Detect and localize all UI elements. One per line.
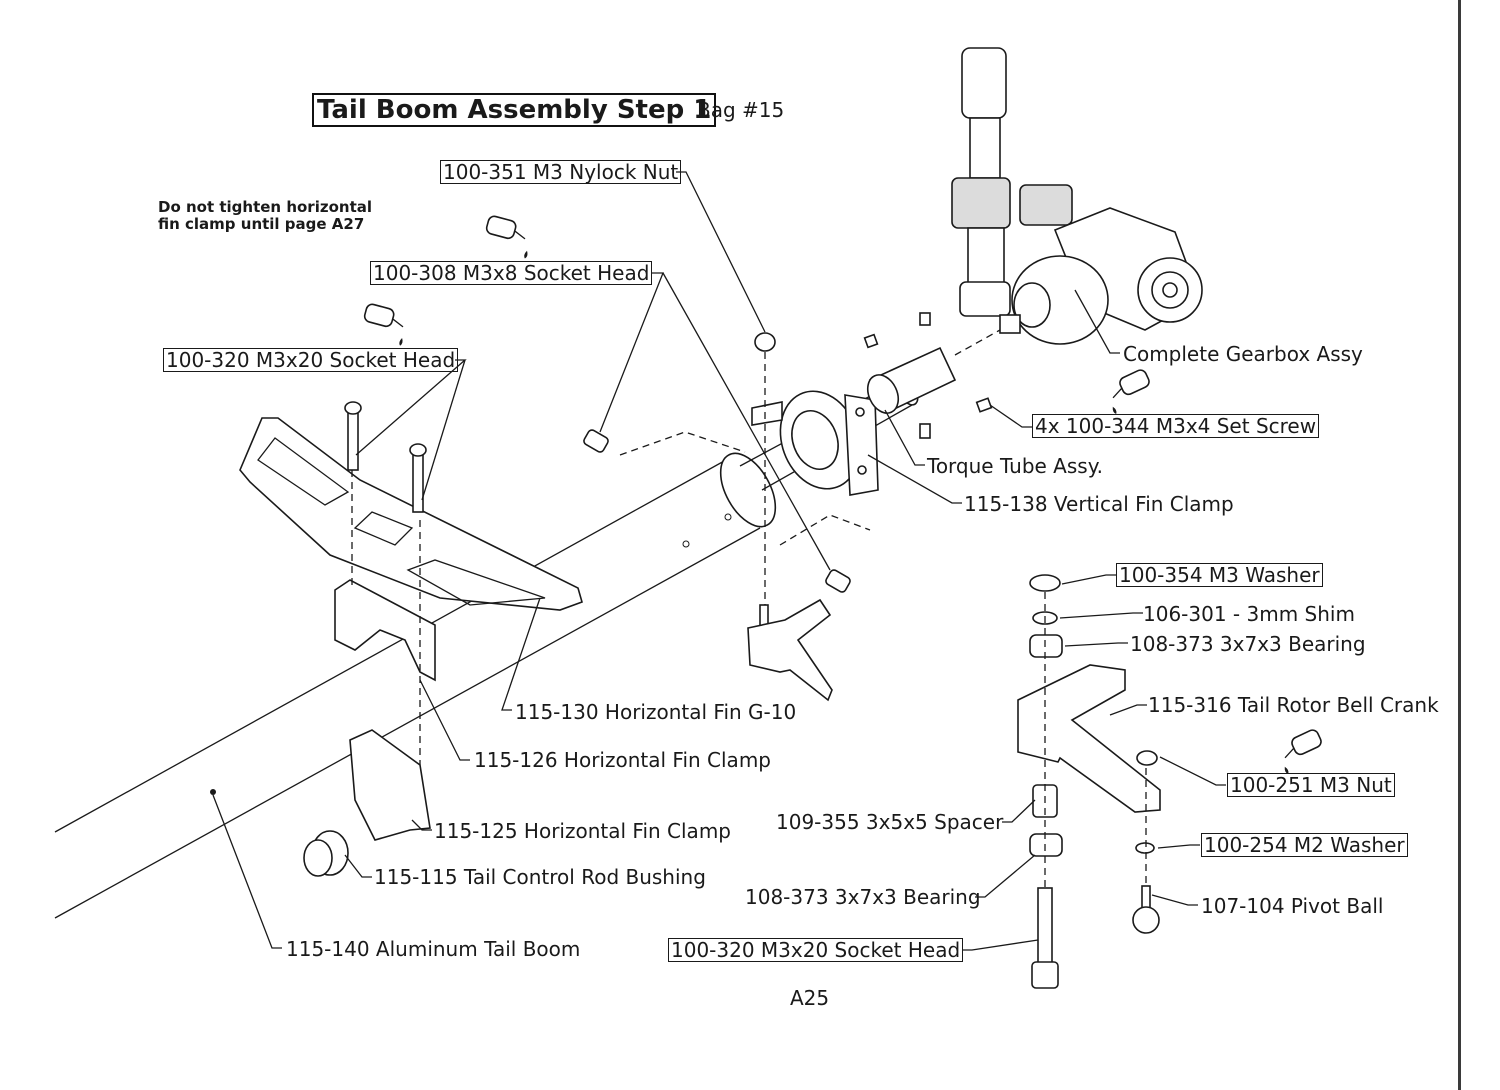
page-border-right — [1458, 0, 1461, 1090]
assembly-guide-lines — [351, 329, 1147, 888]
callout-shim: 106-301 - 3mm Shim — [1143, 602, 1355, 626]
callout-bearing-top: 108-373 3x7x3 Bearing — [1130, 632, 1366, 656]
callout-fin-clamp-126: 115-126 Horizontal Fin Clamp — [474, 748, 771, 772]
callout-bearing-bottom: 108-373 3x7x3 Bearing — [745, 885, 981, 909]
fasteners-drawing — [303, 332, 851, 877]
page-number: A25 — [790, 986, 830, 1010]
horizontal-fin-drawing — [239, 417, 583, 611]
callout-socket-m3x20-bottom: 100-320 M3x20 Socket Head — [668, 938, 964, 962]
torque-tube-coupler-drawing — [863, 312, 993, 439]
callout-bell-crank: 115-316 Tail Rotor Bell Crank — [1148, 693, 1439, 717]
callout-bushing: 115-115 Tail Control Rod Bushing — [374, 865, 706, 889]
callout-nylock-nut: 100-351 M3 Nylock Nut — [440, 160, 682, 184]
callout-m2-washer: 100-254 M2 Washer — [1201, 833, 1408, 857]
callout-socket-m3x8: 100-308 M3x8 Socket Head — [370, 261, 653, 285]
page-title: Tail Boom Assembly Step 1 — [312, 93, 717, 127]
small-bell-crank-drawing — [747, 598, 833, 702]
callout-pivot-ball: 107-104 Pivot Ball — [1201, 894, 1384, 918]
assembly-note: Do not tighten horizontal fin clamp unti… — [158, 199, 372, 233]
assembly-note-line-2: fin clamp until page A27 — [158, 215, 365, 233]
leader-lines — [212, 171, 1226, 951]
callout-fin-clamp-125: 115-125 Horizontal Fin Clamp — [434, 819, 731, 843]
callout-tail-boom: 115-140 Aluminum Tail Boom — [286, 937, 581, 961]
callout-gearbox: Complete Gearbox Assy — [1123, 342, 1363, 366]
horizontal-fin-clamps-drawing — [334, 579, 436, 841]
callout-horizontal-fin: 115-130 Horizontal Fin G-10 — [515, 700, 797, 724]
bag-number: Bag #15 — [697, 98, 785, 122]
threadlock-icons — [363, 215, 1322, 774]
callout-m3-washer: 100-354 M3 Washer — [1116, 563, 1323, 587]
assembly-note-line-1: Do not tighten horizontal — [158, 198, 372, 216]
callout-spacer: 109-355 3x5x5 Spacer — [776, 810, 1004, 834]
callout-m3-nut: 100-251 M3 Nut — [1227, 773, 1395, 797]
callout-vertical-fin-clamp: 115-138 Vertical Fin Clamp — [964, 492, 1234, 516]
tail-boom-tube — [54, 452, 777, 919]
vertical-fin-clamp-drawing — [751, 390, 879, 496]
bell-crank-stack-drawing — [1017, 574, 1161, 989]
callout-torque-tube: Torque Tube Assy. — [927, 454, 1104, 478]
callout-set-screw: 4x 100-344 M3x4 Set Screw — [1032, 414, 1320, 438]
callout-socket-m3x20-top: 100-320 M3x20 Socket Head — [163, 348, 459, 372]
gearbox-drawing — [951, 47, 1203, 345]
